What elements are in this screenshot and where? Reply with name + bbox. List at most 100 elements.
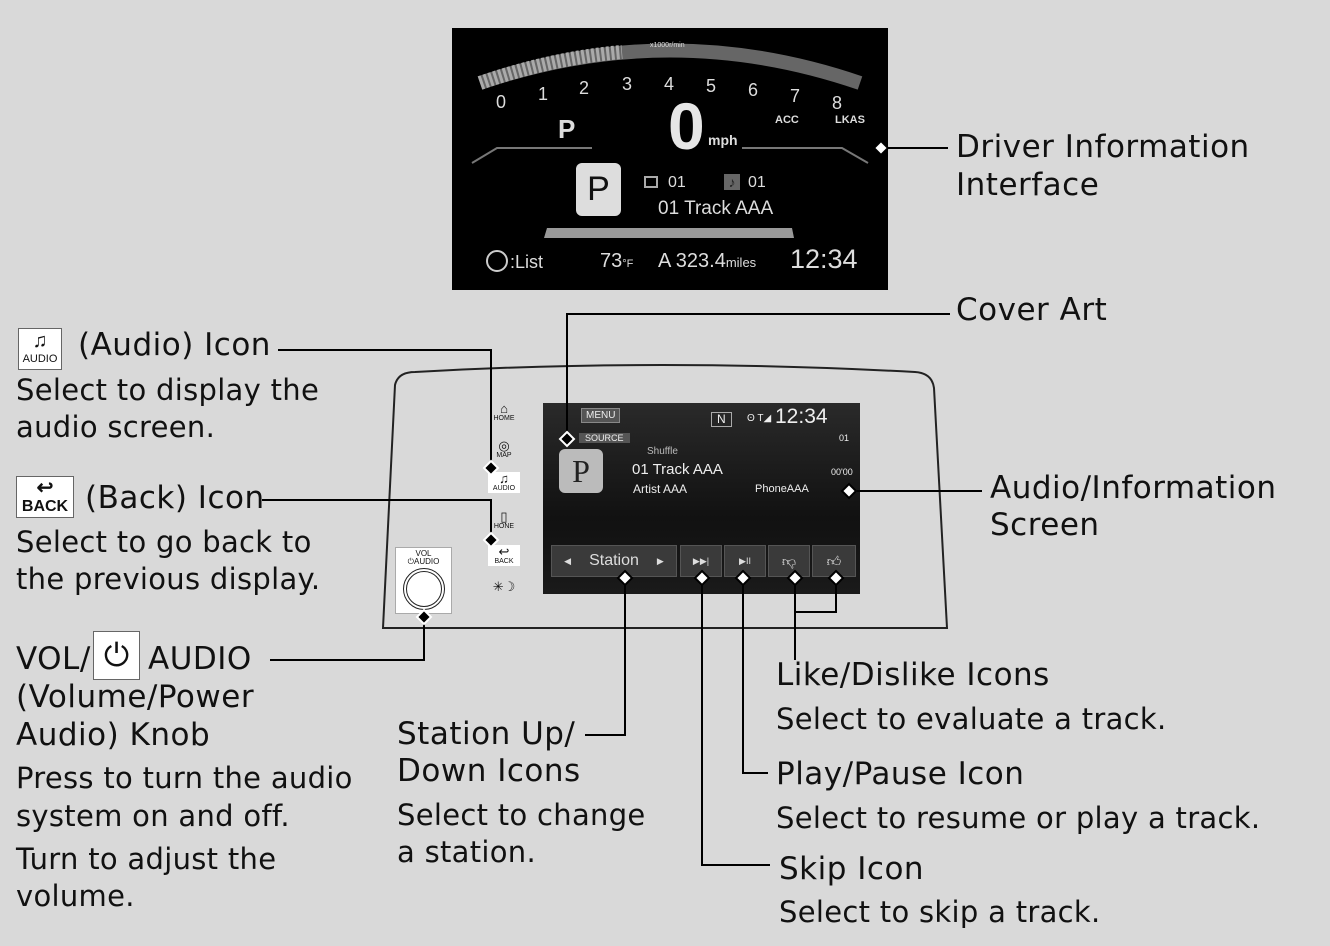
gear-indicator: P [558,114,576,144]
audio-screen-title: Audio/Information [990,470,1277,506]
rpm-tick: 1 [538,84,549,104]
vol-knob-title-a: VOL/ [16,641,91,677]
thumbs-up-icon: 👍︎ [826,552,842,569]
rpm-tick: 7 [790,86,801,106]
folder-number: 01 [668,174,686,191]
menu-button[interactable]: MENU [581,408,621,423]
leader-play [742,578,768,774]
knob-dial [402,568,445,610]
station-title-2: Down Icons [397,753,581,789]
outside-temp: 73°F [600,250,633,273]
cover-art-title: Cover Art [956,292,1108,328]
play-desc: Select to resume or play a track. [776,801,1261,835]
brightness-icon: ✳☽ [492,579,516,594]
bluetooth-signal-icon: ʘ T◢ [747,413,772,424]
speed-unit: mph [708,132,738,148]
map-button[interactable]: ◎MAP [488,439,520,460]
rpm-tick: 8 [832,93,843,113]
vol-audio-knob[interactable]: VOL ⏻AUDIO [395,547,452,614]
music-note-icon: ♪ [724,174,740,190]
gear-badge: P [576,163,621,216]
home-label: HOME [493,415,515,422]
clock: 12:34 [790,244,858,274]
station-desc: Select to change [397,798,646,832]
elapsed-time: 00'00 [831,467,853,477]
lkas-indicator: LKAS [835,114,865,126]
play-title: Play/Pause Icon [776,756,1025,792]
audio-information-screen: MENU N ʘ T◢ 12:34 SOURCE P Shuffle 01 Tr… [543,403,860,594]
station-up-icon[interactable]: ▶ [656,555,664,566]
rpm-tick: 2 [579,78,590,98]
joystick-icon [486,250,508,272]
phone-button[interactable]: ▯HONE [488,510,520,531]
rpm-unit: x1000r/min [650,42,685,49]
play-pause-icon: ▶II [739,555,751,566]
n-indicator: N [711,412,732,427]
rpm-tick: 4 [664,74,675,94]
vol-knob-title-2: (Volume/Power [16,679,255,715]
track-title: 01 Track AAA [658,198,774,219]
temp-value: 73 [600,250,623,272]
like-title: Like/Dislike Icons [776,657,1050,693]
driver-info-title: Driver Information [956,129,1250,165]
skip-title: Skip Icon [779,851,925,887]
phone-label: HONE [493,523,515,530]
back-button[interactable]: ↩BACK [488,545,520,566]
back-icon-title: (Back) Icon [85,480,265,516]
leader-skip [701,578,770,866]
station-buttons[interactable]: ◀ Station ▶ [551,545,677,577]
speed: 0 [668,89,705,163]
cover-art: P [559,449,603,493]
day-night-button[interactable]: ✳☽ [488,580,520,593]
vol-knob-desc-4: volume. [16,879,135,913]
trip-meter: A 323.4miles [658,250,756,273]
vol-knob-title-b: AUDIO [148,641,252,677]
shuffle-label: Shuffle [647,446,678,457]
tachometer-arc [471,43,869,238]
list-label: :List [510,252,544,272]
leader-back-icon [262,499,492,540]
audio-icon-title: (Audio) Icon [78,327,271,363]
map-label: MAP [496,452,512,459]
source-button[interactable]: SOURCE [579,433,630,443]
power-icon: ⏻ [93,631,140,680]
music-note-icon: ♫ [499,471,509,486]
rpm-tick: 0 [496,92,507,112]
leader-vol-knob [270,617,425,661]
dislike-button[interactable]: 👎︎ [768,545,810,577]
station-down-icon[interactable]: ◀ [564,555,572,566]
vol-knob-desc-2: system on and off. [16,799,290,833]
trip-unit: miles [725,255,757,270]
rpm-tick: 5 [706,76,717,96]
folder-icon [644,176,658,188]
home-button[interactable]: ⌂HOME [488,402,520,423]
map-icon: ◎ [498,438,510,453]
clock: 12:34 [775,405,828,428]
station-label: Station [589,552,639,569]
audio-icon-desc-2: audio screen. [16,410,216,444]
track-number: 01 [748,174,766,191]
home-icon: ⌂ [500,401,508,416]
audio-label: AUDIO [492,485,516,492]
back-icon-desc-2: the previous display. [16,562,321,596]
back-icon-label: BACK [21,498,69,515]
vol-knob-desc-3: Turn to adjust the [16,842,277,876]
back-icon: ↩BACK [16,476,74,518]
driver-info-title-2: Interface [956,167,1100,203]
diamond-markers [840,139,890,500]
acc-indicator: ACC [775,114,799,126]
leader-like-2 [795,578,837,613]
leader-audio-icon [278,349,492,468]
skip-desc: Select to skip a track. [779,895,1101,929]
phone-icon: ▯ [500,509,508,524]
station-title: Station Up/ [397,716,576,752]
back-icon-desc: Select to go back to [16,525,312,559]
music-note-glyph: ♫ [32,330,48,352]
vol-knob-title-3: Audio) Knob [16,717,211,753]
leader-cover-art [566,313,950,440]
audio-button[interactable]: ♫AUDIO [488,472,520,493]
back-arrow-glyph: ↩ [36,477,54,499]
artist-name: Artist AAA [633,482,688,496]
